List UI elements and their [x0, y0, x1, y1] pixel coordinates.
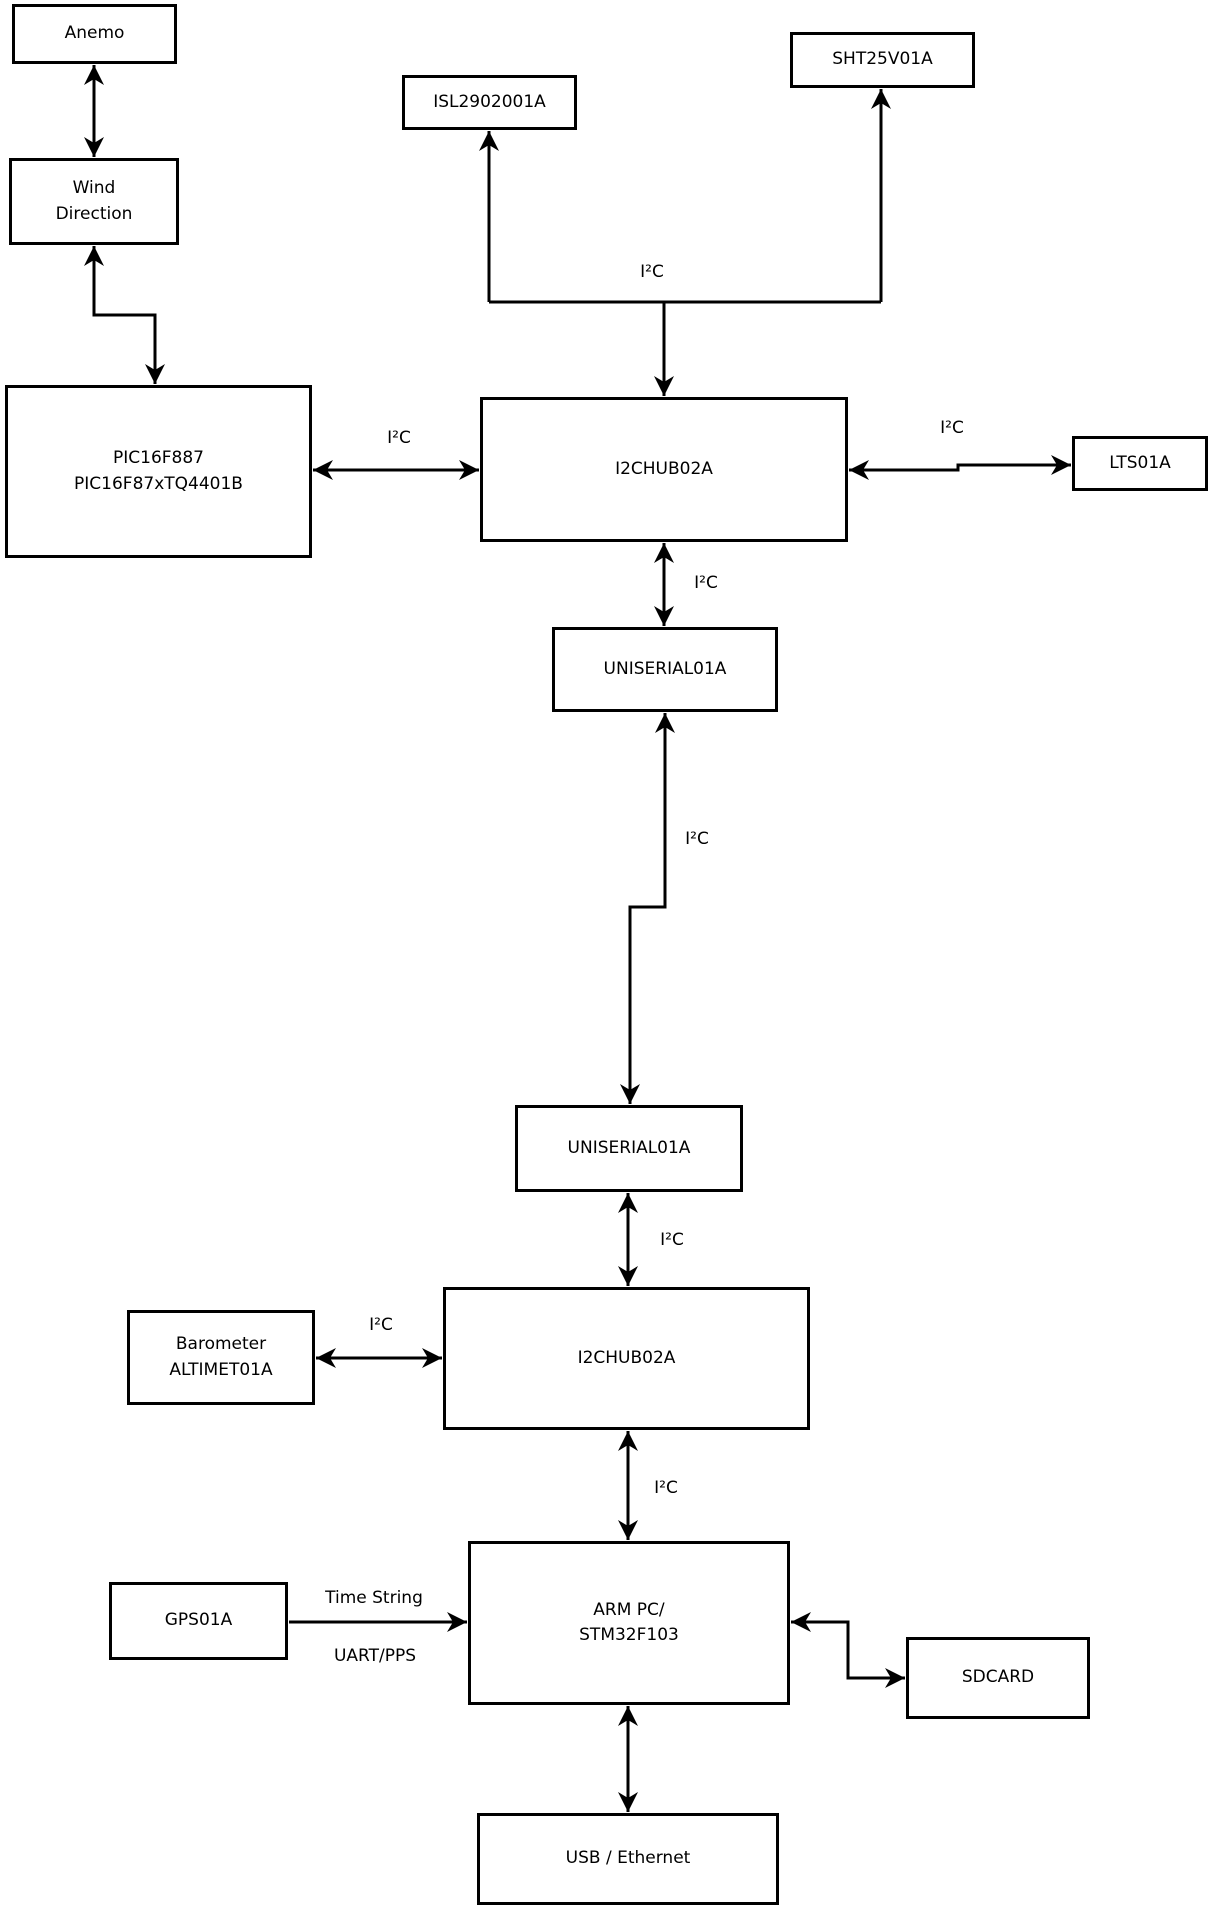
- box-wind-direction-label: Wind Direction: [55, 178, 133, 224]
- box-usb-ethernet-label: USB / Ethernet: [565, 1848, 691, 1869]
- box-uniserial01a-bottom-label: UNISERIAL01A: [567, 1137, 691, 1158]
- connector-uniserial-top-uniserial-bottom: [620, 713, 675, 1104]
- connector-winddirection-pic: [84, 246, 165, 384]
- box-pic16f887-label: PIC16F887 PIC16F87xTQ4401B: [74, 448, 243, 494]
- box-barometer-altimet01a: Barometer ALTIMET01A: [127, 1310, 315, 1405]
- box-gps01a-label: GPS01A: [164, 1610, 233, 1631]
- box-i2chub02a-bottom-label: I2CHUB02A: [577, 1347, 676, 1368]
- box-sdcard: SDCARD: [906, 1637, 1090, 1719]
- box-uniserial01a-top: UNISERIAL01A: [552, 627, 778, 712]
- box-arm-pc-stm32f103-label: ARM PC/ STM32F103: [579, 1599, 679, 1646]
- edge-label-uart-pps: UART/PPS: [333, 1646, 417, 1666]
- box-sdcard-label: SDCARD: [961, 1667, 1035, 1688]
- box-sht25v01a: SHT25V01A: [790, 32, 975, 88]
- box-isl2902001a: ISL2902001A: [402, 75, 577, 130]
- edge-label-i2c-uniserial-hub2: I²C: [660, 1230, 684, 1250]
- box-anemo-label: Anemo: [64, 23, 125, 44]
- box-i2chub02a-top: I2CHUB02A: [480, 397, 848, 542]
- box-uniserial01a-top-label: UNISERIAL01A: [603, 658, 727, 679]
- edge-label-i2c-top-fork: I²C: [640, 262, 664, 282]
- connector-arm-sdcard: [791, 1612, 905, 1688]
- box-i2chub02a-bottom: I2CHUB02A: [443, 1287, 810, 1430]
- box-lts01a-label: LTS01A: [1109, 452, 1171, 473]
- edge-label-i2c-hub2-arm: I²C: [654, 1478, 678, 1498]
- box-uniserial01a-bottom: UNISERIAL01A: [515, 1105, 743, 1192]
- box-isl2902001a-label: ISL2902001A: [433, 91, 546, 112]
- box-anemo: Anemo: [12, 4, 177, 64]
- box-arm-pc-stm32f103: ARM PC/ STM32F103: [468, 1541, 790, 1705]
- box-lts01a: LTS01A: [1072, 436, 1208, 491]
- box-sht25v01a-label: SHT25V01A: [832, 49, 933, 70]
- edge-label-i2c-baro-hub2: I²C: [369, 1315, 393, 1335]
- box-usb-ethernet: USB / Ethernet: [477, 1813, 779, 1905]
- edge-label-i2c-uniserial-link: I²C: [685, 829, 709, 849]
- box-pic16f887: PIC16F887 PIC16F87xTQ4401B: [5, 385, 312, 558]
- box-wind-direction: Wind Direction: [9, 158, 179, 245]
- connector-i2chub-top-lts: [849, 455, 1071, 480]
- edge-label-i2c-hub-uniserial: I²C: [694, 573, 718, 593]
- box-gps01a: GPS01A: [109, 1582, 288, 1660]
- box-i2chub02a-top-label: I2CHUB02A: [615, 458, 713, 479]
- edge-label-time-string: Time String: [325, 1588, 423, 1608]
- edge-label-i2c-pic-hub: I²C: [387, 428, 411, 448]
- box-barometer-altimet01a-label: Barometer ALTIMET01A: [169, 1334, 273, 1380]
- edge-label-i2c-hub-lts: I²C: [940, 418, 964, 438]
